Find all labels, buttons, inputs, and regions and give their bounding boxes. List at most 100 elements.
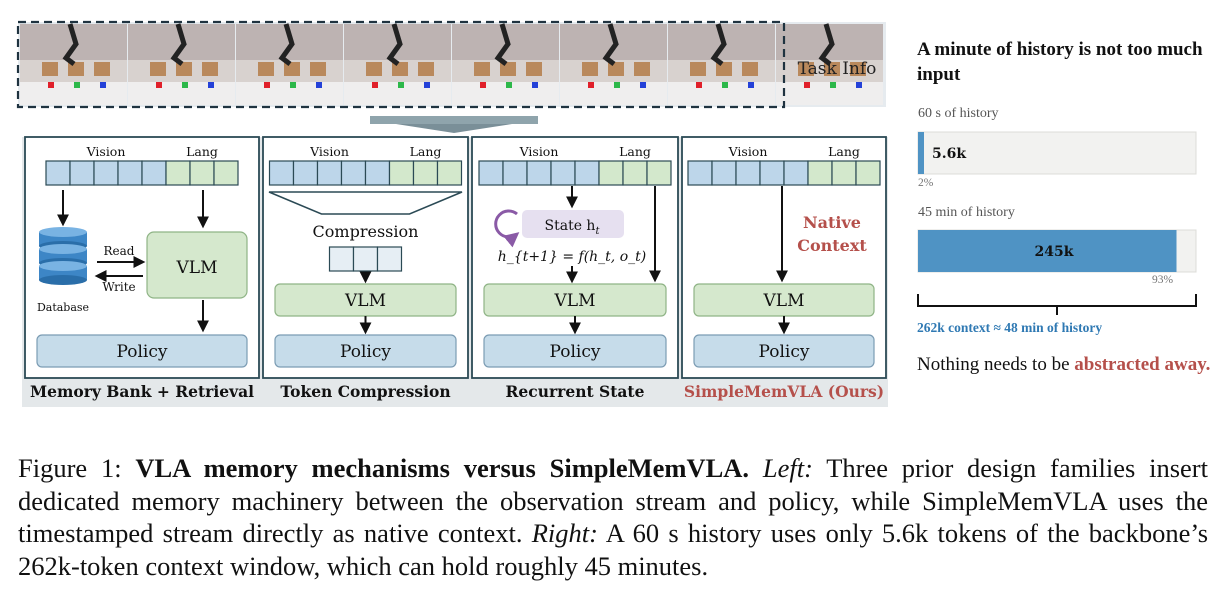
lang-label: Lang xyxy=(619,144,651,159)
vision-token xyxy=(69,160,95,186)
bar2-fill xyxy=(918,230,1177,272)
lang-token xyxy=(831,160,857,186)
vision-token xyxy=(141,160,167,186)
history-bars: 5.6k 245k xyxy=(917,131,1197,315)
robot-frame-5 xyxy=(452,23,559,105)
panel-title: Recurrent State xyxy=(506,382,645,401)
vision-token xyxy=(735,160,761,186)
vision-token xyxy=(316,160,343,186)
vision-label: Vision xyxy=(309,144,349,159)
bar1-value: 5.6k xyxy=(932,146,966,162)
right-panel-title: A minute of history is not too much inpu… xyxy=(917,39,1203,85)
state-box xyxy=(522,210,624,238)
compressed-token xyxy=(376,246,403,272)
lang-token xyxy=(598,160,624,186)
message-accent: abstracted away. xyxy=(1074,354,1211,375)
lang-label: Lang xyxy=(828,144,860,159)
robot-frames xyxy=(20,23,883,105)
vision-token xyxy=(711,160,737,186)
task-frame-border xyxy=(16,20,786,109)
vision-token xyxy=(550,160,576,186)
lang-token xyxy=(412,160,439,186)
vision-token xyxy=(502,160,528,186)
vision-token xyxy=(783,160,809,186)
policy-box xyxy=(483,334,667,368)
caption-right-label: Right: xyxy=(531,518,598,549)
vlm-label: VLM xyxy=(344,291,386,311)
vision-token xyxy=(45,160,71,186)
database-icon xyxy=(39,227,87,285)
lang-token xyxy=(436,160,463,186)
vision-token xyxy=(364,160,391,186)
policy-label: Policy xyxy=(759,342,810,362)
compression-funnel xyxy=(268,191,463,215)
lang-label: Lang xyxy=(186,144,218,159)
vision-label: Vision xyxy=(86,144,126,159)
lang-token xyxy=(622,160,648,186)
vision-token xyxy=(93,160,119,186)
database-label: Database xyxy=(37,301,89,314)
bar2-value: 245k xyxy=(1035,244,1074,260)
vision-token xyxy=(292,160,319,186)
right-panel-message: Nothing needs to be abstracted away. xyxy=(917,352,1217,377)
policy-box xyxy=(274,334,457,368)
lang-token xyxy=(807,160,833,186)
lang-token xyxy=(855,160,881,186)
robot-frame-1 xyxy=(20,23,127,105)
vision-label: Vision xyxy=(728,144,768,159)
bar2-label: 45 min of history xyxy=(918,205,1015,220)
robot-frame-3 xyxy=(236,23,343,105)
vision-token xyxy=(687,160,713,186)
vision-token xyxy=(340,160,367,186)
native-label: Native xyxy=(803,213,861,232)
policy-label: Policy xyxy=(550,342,601,362)
vision-label: Vision xyxy=(519,144,559,159)
robot-frame-7 xyxy=(668,23,775,105)
caption-bold: VLA memory mechanisms versus SimpleMemVL… xyxy=(135,453,750,483)
caption-right-text: A 60 s history uses only 5.6k tokens of … xyxy=(18,518,1209,581)
context-summary: 262k context ≈ 48 min of history xyxy=(917,320,1103,335)
bar1-label: 60 s of history xyxy=(918,106,999,121)
lang-label: Lang xyxy=(410,144,442,159)
vlm-box xyxy=(146,231,248,299)
policy-box xyxy=(36,334,248,368)
vision-token xyxy=(759,160,785,186)
panel-title: Memory Bank + Retrieval xyxy=(30,382,254,401)
robot-frame-2 xyxy=(128,23,235,105)
figure-caption: Figure 1: VLA memory mechanisms versus S… xyxy=(18,452,1208,582)
bar2-percent: 93% xyxy=(1152,274,1174,286)
recurrence-icon xyxy=(494,209,520,248)
policy-label: Policy xyxy=(340,342,391,362)
state-label: State ht xyxy=(545,218,601,237)
lang-token xyxy=(388,160,415,186)
caption-left-label: Left: xyxy=(762,453,813,483)
vlm-label: VLM xyxy=(554,291,596,311)
robot-frame-8 xyxy=(776,23,883,105)
policy-box xyxy=(693,334,875,368)
bar1-fill xyxy=(918,132,924,174)
robot-frame-4 xyxy=(344,23,451,105)
caption-fig: Figure 1: xyxy=(18,453,136,483)
compressed-token xyxy=(352,246,379,272)
lang-token xyxy=(165,160,191,186)
context-label: Context xyxy=(797,236,867,255)
vlm-label: VLM xyxy=(176,258,218,278)
vision-token xyxy=(268,160,295,186)
policy-label: Policy xyxy=(117,342,168,362)
lang-token xyxy=(646,160,672,186)
state-equation: h_{t+1} = f(h_t, o_t) xyxy=(498,249,646,265)
compressed-token xyxy=(328,246,355,272)
bar1-track xyxy=(917,131,1197,175)
vision-token xyxy=(478,160,504,186)
caption-left-text: Three prior design families insert dedic… xyxy=(18,453,1208,549)
write-label: Write xyxy=(102,280,135,294)
lang-token xyxy=(189,160,215,186)
flow-arrow-icon xyxy=(370,116,538,133)
task-strip: Task Info xyxy=(16,20,886,109)
lang-token xyxy=(213,160,239,186)
